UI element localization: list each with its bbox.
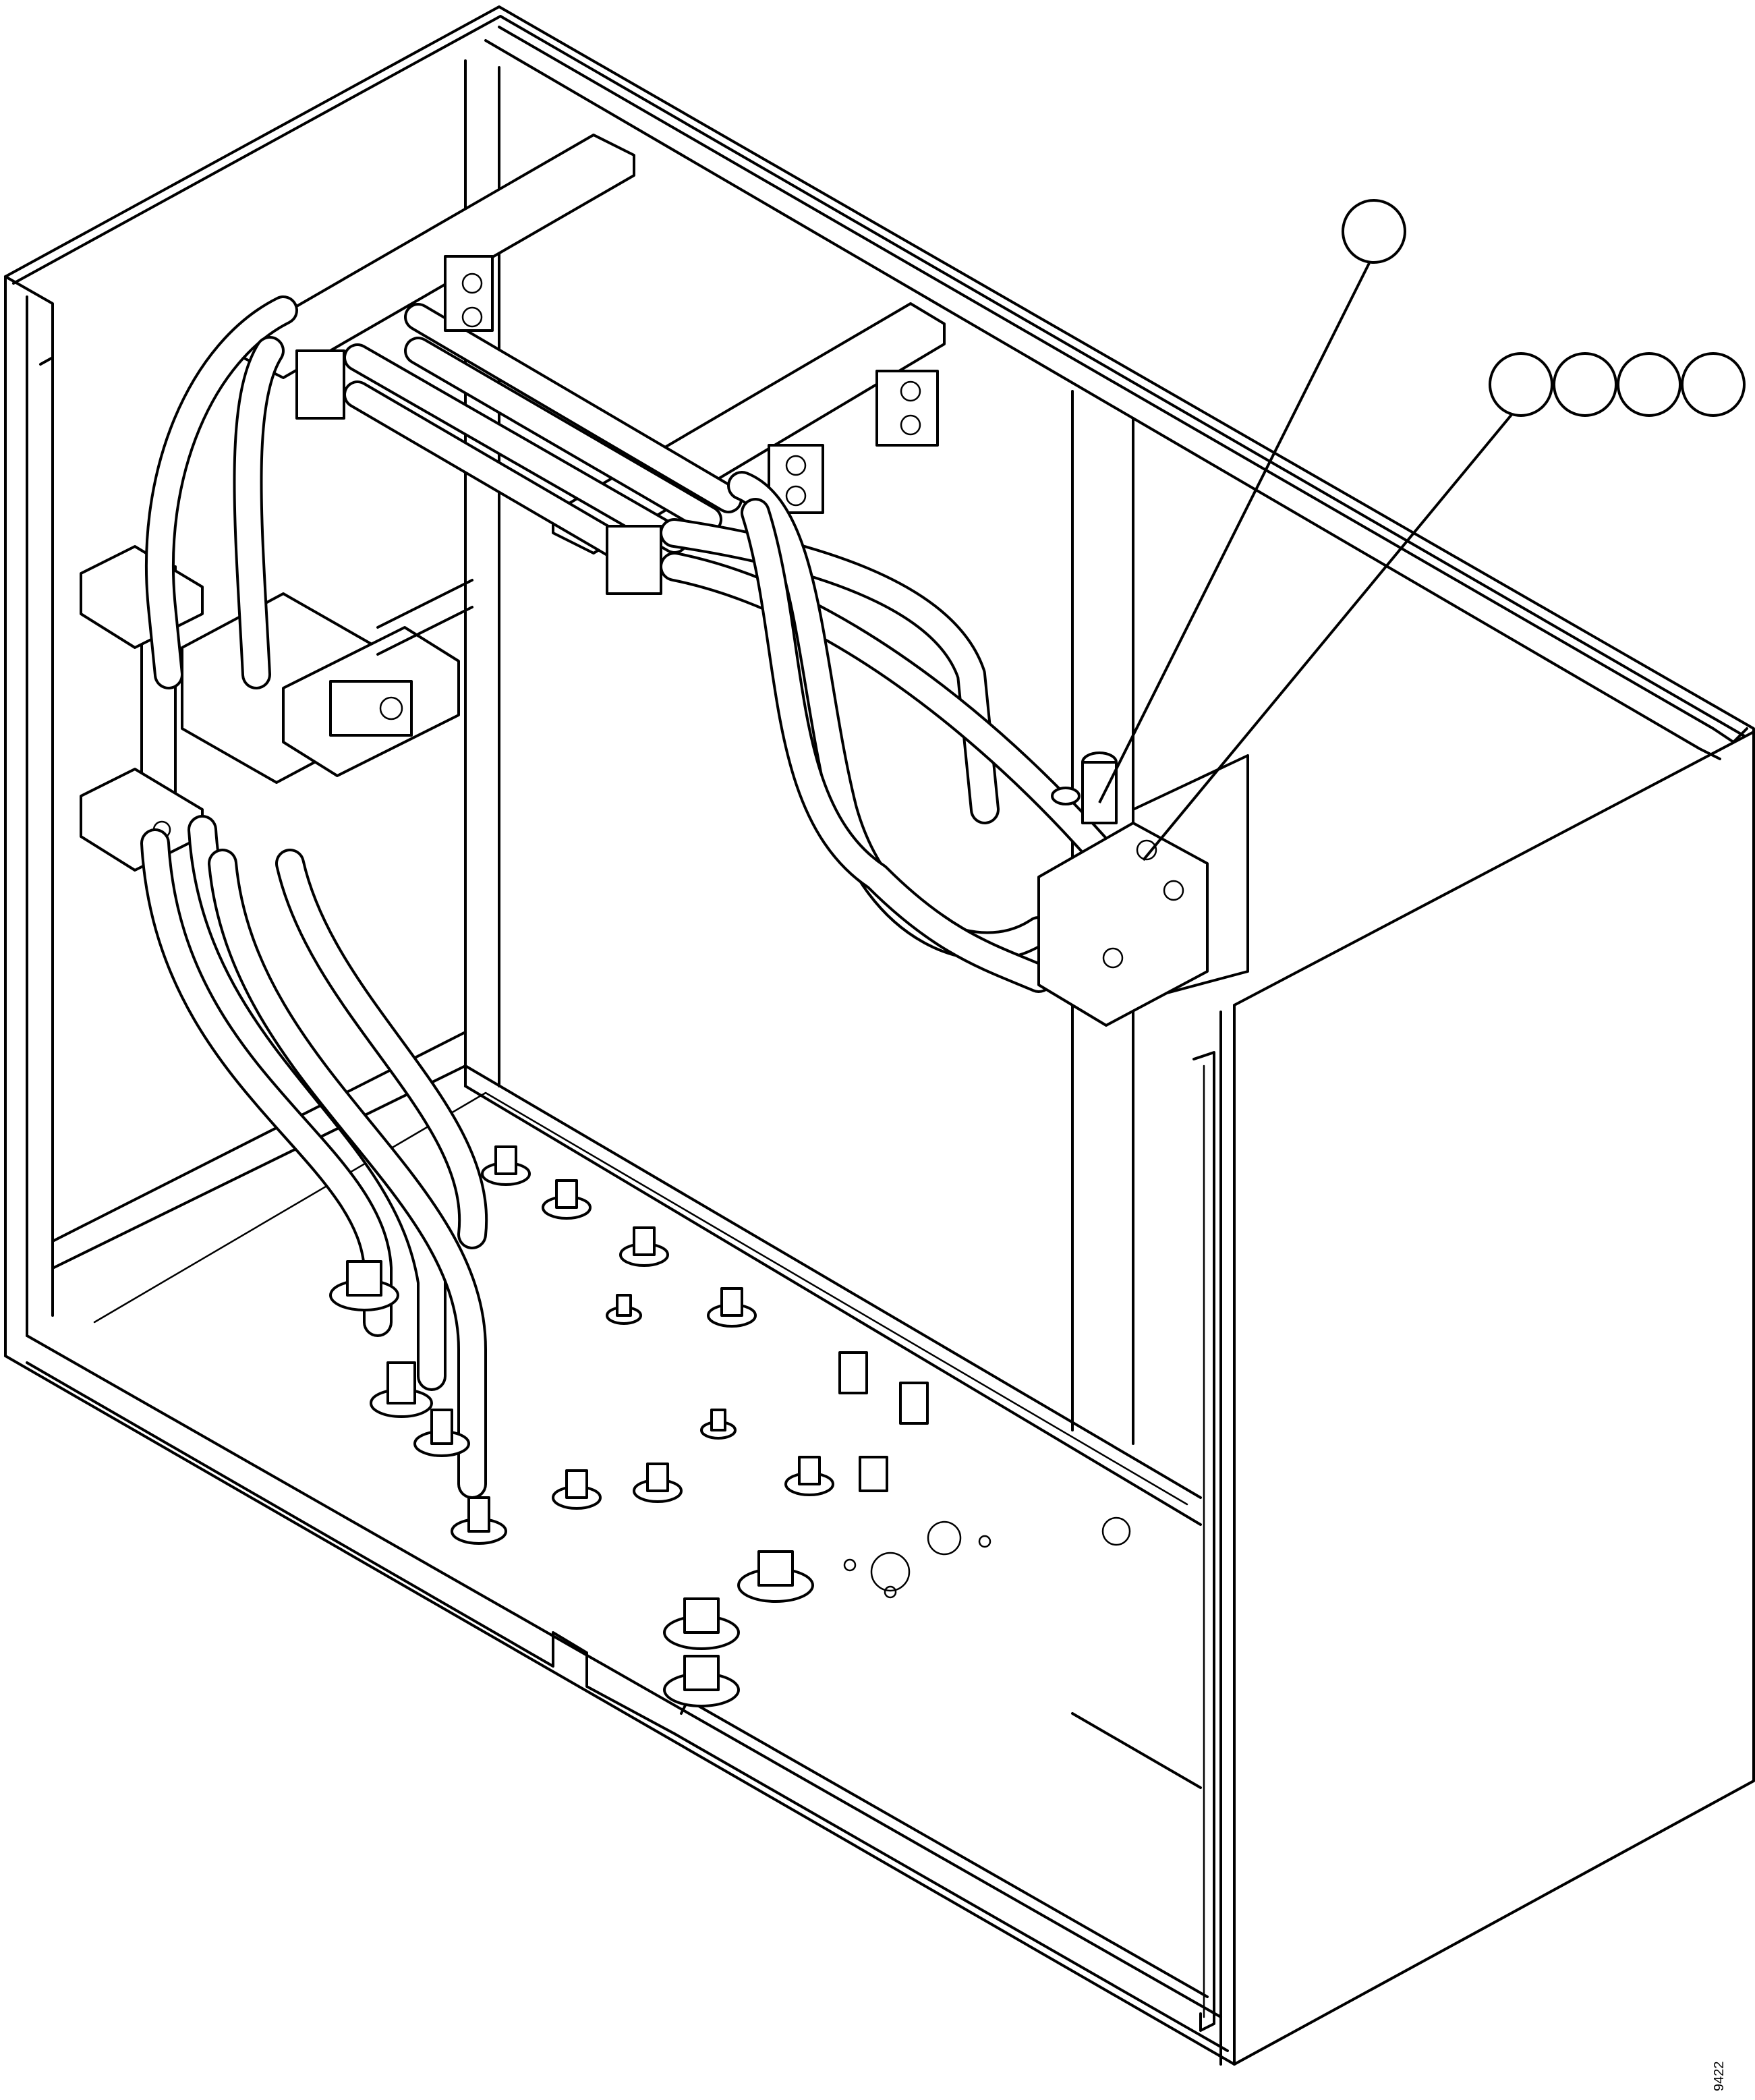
solenoid-valve-assembly: [80, 545, 473, 872]
callout-balloon-5: [1681, 352, 1746, 417]
callout-balloon-2: [1489, 352, 1553, 417]
leader-line-1: [1098, 262, 1371, 803]
callout-group: [1098, 199, 1746, 861]
floor-fittings: [329, 1145, 1131, 1707]
callout-balloon-4: [1617, 352, 1681, 417]
leader-line-2: [1142, 410, 1516, 861]
manifold-block: [1037, 751, 1249, 1027]
upper-channel-brackets: [241, 134, 946, 595]
left-hose-group: [140, 295, 488, 1499]
callout-balloon-3: [1553, 352, 1617, 417]
drawing-number: 9422: [1712, 2062, 1727, 2092]
callout-balloon-1: [1342, 199, 1406, 264]
cabinet-frame: [4, 5, 1755, 2066]
